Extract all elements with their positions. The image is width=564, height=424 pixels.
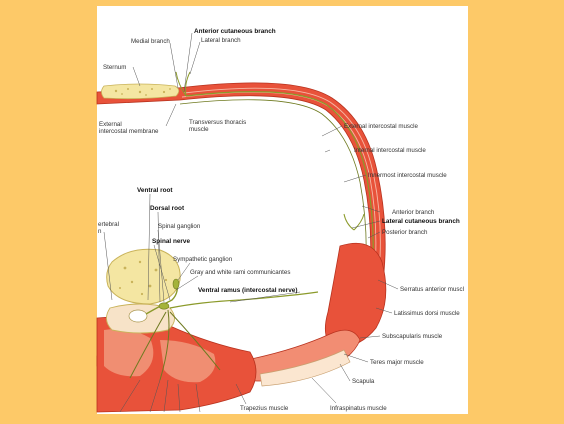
label-innermost-intercostal-muscle: Innermost intercostal muscle <box>368 172 447 179</box>
label-external-intercostal-muscle: External intercostal muscle <box>344 123 418 130</box>
label-spinal-ganglion: Spinal ganglion <box>158 223 201 230</box>
label-infraspinatus-muscle: Infraspinatus muscle <box>330 405 387 412</box>
label-posterior-branch: Posterior branch <box>382 229 428 236</box>
label-anterior-cutaneous-branch: Anterior cutaneous branch <box>194 28 276 35</box>
label-lateral-cutaneous-branch: Lateral cutaneous branch <box>382 218 460 225</box>
label-subscapularis-muscle: Subscapularis muscle <box>382 333 443 340</box>
label-ventral-root: Ventral root <box>137 187 173 194</box>
label-scapula: Scapula <box>352 378 375 385</box>
label-external-intercostal-membrane-line1: External <box>99 121 122 128</box>
label-serratus-anterior-muscle: Serratus anterior muscl <box>400 286 464 293</box>
label-sternum: Sternum <box>103 64 126 71</box>
spinal-cord <box>129 310 147 322</box>
sympathetic-ganglion-shape <box>173 279 179 289</box>
label-spinal-nerve: Spinal nerve <box>152 238 190 245</box>
label-transversus-thoracis-line2: muscle <box>189 126 209 133</box>
label-dorsal-root: Dorsal root <box>150 205 185 212</box>
label-transversus-thoracis-line1: Transversus thoracis <box>189 119 246 126</box>
label-internal-intercostal-muscle: Internal intercostal muscle <box>354 147 426 154</box>
label-vertebral-line1: ertebral <box>98 221 119 228</box>
label-external-intercostal-membrane-line2: intercostal membrane <box>99 128 159 135</box>
label-latissimus-dorsi-muscle: Latissimus dorsi muscle <box>394 310 460 317</box>
label-anterior-branch: Anterior branch <box>392 209 435 216</box>
erector-spinae <box>104 329 153 376</box>
label-ventral-ramus: Ventral ramus (intercostal nerve) <box>198 287 297 294</box>
vertebral-body <box>107 249 181 304</box>
spinal-ganglion-shape <box>159 303 169 309</box>
label-medial-branch: Medial branch <box>131 38 170 45</box>
label-lateral-branch: Lateral branch <box>201 37 241 44</box>
label-rami-communicantes: Gray and white rami communicantes <box>190 269 290 276</box>
label-sympathetic-ganglion: Sympathetic ganglion <box>173 256 233 263</box>
label-vertebral-line2: n <box>98 228 102 235</box>
label-trapezius-muscle: Trapezius muscle <box>240 405 289 412</box>
label-teres-major-muscle: Teres major muscle <box>370 359 424 366</box>
